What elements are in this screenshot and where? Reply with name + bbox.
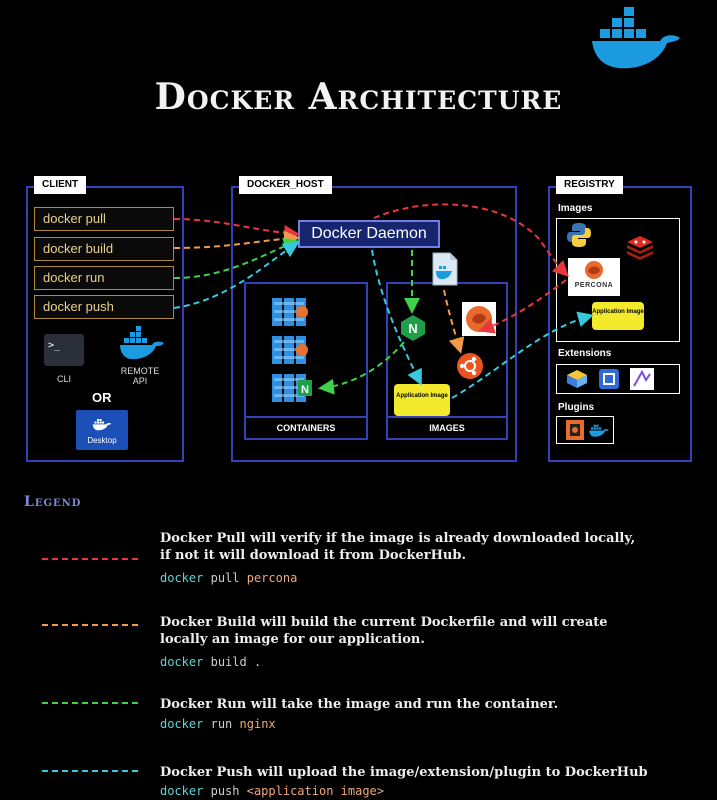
docker-desktop-button[interactable]: Desktop bbox=[76, 410, 128, 450]
legend-pull-text: Docker Pull will verify if the image is … bbox=[160, 530, 680, 564]
registry-plugins-label: Plugins bbox=[558, 402, 595, 413]
legend-build-line1: Docker Build will build the current Dock… bbox=[160, 615, 608, 630]
extension-cube-icon bbox=[567, 370, 587, 388]
legend-build-cmd-arg: . bbox=[253, 655, 262, 669]
svg-text:N: N bbox=[408, 321, 417, 336]
local-application-image: Application Image bbox=[394, 384, 450, 416]
desktop-label: Desktop bbox=[87, 436, 117, 445]
percona-registry-label: PERCONA bbox=[574, 282, 614, 289]
legend-run-cmd-arg: nginx bbox=[239, 717, 276, 731]
legend-push-cmd-kw: docker bbox=[160, 784, 204, 798]
registry-plugins-box bbox=[556, 416, 614, 444]
registry-panel: REGISTRY bbox=[548, 176, 692, 462]
images-divider bbox=[388, 416, 506, 418]
dockerfile-icon bbox=[432, 252, 458, 286]
legend-push-command: docker push <application image> bbox=[160, 784, 384, 798]
legend-run-cmd-sub: run bbox=[210, 717, 233, 731]
legend-pull-cmd-arg: percona bbox=[246, 571, 298, 585]
legend-title: Legend bbox=[24, 494, 81, 510]
redis-image-icon bbox=[627, 236, 653, 260]
legend-build-line2: locally an image for our application. bbox=[160, 632, 425, 647]
legend-push-cmd-arg: <application image> bbox=[246, 784, 385, 798]
docker-daemon: Docker Daemon bbox=[298, 220, 440, 248]
docker-build-command[interactable]: docker build bbox=[34, 237, 174, 261]
nginx-container-icon: N bbox=[272, 374, 312, 402]
legend-pull-dash bbox=[42, 558, 138, 560]
page-title: Docker Architecture bbox=[0, 76, 717, 118]
push-arrow-daemon-to-appimage bbox=[371, 249, 422, 386]
percona-container-icon-2 bbox=[272, 336, 308, 364]
desktop-whale-icon bbox=[92, 419, 112, 431]
remote-api-label: REMOTE API bbox=[120, 366, 160, 386]
legend-run-cmd-kw: docker bbox=[160, 717, 204, 731]
legend-pull-cmd-sub: pull bbox=[210, 571, 240, 585]
build-arrow-client-to-daemon bbox=[173, 230, 300, 249]
container-stack-icons: N bbox=[272, 298, 312, 402]
svg-text:N: N bbox=[301, 384, 309, 396]
docker-host-tab: DOCKER_HOST bbox=[239, 176, 332, 194]
legend-run-line1: Docker Run will take the image and run t… bbox=[160, 697, 559, 712]
plugin-docker-icon bbox=[589, 424, 609, 437]
legend-pull-cmd-kw: docker bbox=[160, 571, 204, 585]
pull-arrow-registry-to-images bbox=[478, 279, 567, 334]
pull-arrow-client-to-daemon bbox=[173, 218, 300, 241]
legend-build-cmd-sub: build bbox=[210, 655, 247, 669]
pull-arrow-daemon-to-registry bbox=[373, 203, 569, 277]
docker-pull-command[interactable]: docker pull bbox=[34, 207, 174, 231]
legend-push-dash bbox=[42, 770, 138, 772]
legend-pull-line1: Docker Pull will verify if the image is … bbox=[160, 531, 636, 546]
push-arrow-client-to-daemon bbox=[173, 241, 300, 309]
legend-push-line1: Docker Push will upload the image/extens… bbox=[160, 765, 648, 780]
registry-images-box bbox=[556, 218, 680, 342]
nginx-image-icon: N bbox=[401, 315, 425, 341]
legend-push-text: Docker Push will upload the image/extens… bbox=[160, 764, 680, 781]
or-label: OR bbox=[92, 390, 112, 405]
plugin-icon bbox=[566, 420, 584, 440]
registry-extensions-label: Extensions bbox=[558, 348, 612, 359]
registry-extensions-box bbox=[556, 364, 680, 394]
percona-container-icon bbox=[272, 298, 308, 326]
client-tab: CLIENT bbox=[34, 176, 87, 194]
run-arrow-client-to-daemon bbox=[173, 237, 300, 279]
docker-host-panel: DOCKER_HOST bbox=[231, 176, 517, 462]
legend-run-command: docker run nginx bbox=[160, 717, 276, 731]
registry-application-image: Application Image bbox=[592, 302, 644, 330]
page-title-text: Docker Architecture bbox=[154, 76, 563, 118]
ubuntu-image-icon bbox=[457, 353, 483, 379]
percona-logo-icon bbox=[585, 261, 603, 279]
cli-terminal-icon: >_ bbox=[44, 334, 84, 366]
legend-build-command: docker build . bbox=[160, 655, 261, 669]
legend-title-text: Legend bbox=[24, 494, 82, 510]
push-arrow-appimage-to-registry bbox=[451, 311, 594, 399]
registry-tab: REGISTRY bbox=[556, 176, 623, 194]
python-image-icon bbox=[567, 223, 591, 247]
remote-api-whale-icon bbox=[120, 326, 164, 360]
legend-push-cmd-sub: push bbox=[210, 784, 240, 798]
docker-run-command[interactable]: docker run bbox=[34, 266, 174, 290]
cli-glyph: >_ bbox=[48, 340, 61, 351]
cli-label: CLI bbox=[56, 374, 71, 384]
containers-label: CONTAINERS bbox=[276, 423, 336, 433]
extension-portainer-icon bbox=[599, 369, 619, 389]
legend-build-dash bbox=[42, 624, 138, 626]
run-arrow-nginx-to-container bbox=[318, 341, 405, 395]
legend-run-text: Docker Run will take the image and run t… bbox=[160, 696, 680, 713]
containers-panel: CONTAINERS bbox=[244, 282, 368, 440]
build-arrow-to-image bbox=[443, 289, 465, 354]
legend-run-dash bbox=[42, 702, 138, 704]
flow-arrows bbox=[173, 203, 594, 399]
legend-pull-command: docker pull percona bbox=[160, 571, 297, 585]
images-label: IMAGES bbox=[429, 423, 465, 433]
legend-build-text: Docker Build will build the current Dock… bbox=[160, 614, 680, 648]
percona-registry-image: PERCONA bbox=[568, 258, 620, 296]
docker-push-command[interactable]: docker push bbox=[34, 295, 174, 319]
containers-divider bbox=[246, 416, 366, 418]
registry-images-label: Images bbox=[558, 203, 593, 214]
legend-build-cmd-kw: docker bbox=[160, 655, 204, 669]
extension-anchore-icon bbox=[630, 368, 654, 390]
client-panel: CLIENT bbox=[26, 176, 184, 462]
docker-whale-logo-icon bbox=[592, 7, 680, 69]
legend-pull-line2: if not it will download it from DockerHu… bbox=[160, 548, 466, 563]
